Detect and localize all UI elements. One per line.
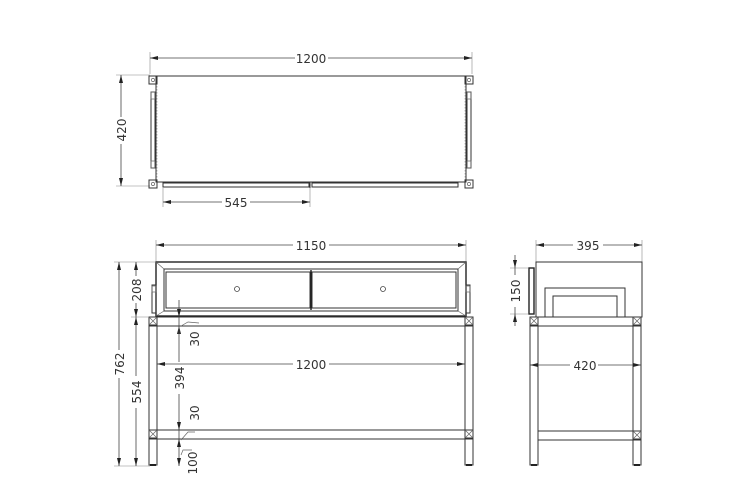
front-view: 1150 <box>113 239 474 474</box>
dim-drawer-box-width: 1150 <box>155 239 467 262</box>
dim-label-shelf-spacing: 394 <box>173 367 187 390</box>
dim-label-side-frame-depth: 420 <box>574 359 597 373</box>
dim-frame-width: 1200 <box>157 358 465 372</box>
drawer-fronts-top <box>162 182 459 188</box>
side-drawer-box <box>535 261 643 318</box>
dim-handle-height: 150 <box>509 255 528 326</box>
dim-side-box-depth: 395 <box>535 239 643 262</box>
dim-label-top-rail: 30 <box>188 331 202 346</box>
dim-label-box-height: 208 <box>130 279 144 302</box>
dim-label-box-width: 1150 <box>296 239 327 253</box>
top-view: 1200 420 <box>115 52 474 210</box>
dim-label-frame-height: 554 <box>130 381 144 404</box>
dim-label-foot-clearance: 100 <box>186 452 200 475</box>
dim-top-overall-width: 1200 <box>149 52 473 74</box>
side-handle-left <box>151 284 157 314</box>
drawer-box <box>155 261 467 317</box>
round-knob-icon <box>234 286 240 292</box>
frame <box>148 316 474 466</box>
side-view: 395 150 <box>509 239 643 466</box>
corner-post-icons <box>148 75 474 189</box>
dim-label-overall-height: 762 <box>113 353 127 376</box>
dim-side-frame-depth: 420 <box>530 359 641 373</box>
dim-label-top-width: 1200 <box>296 52 327 66</box>
dim-label-drawer-width: 545 <box>225 196 248 210</box>
left-drawer <box>165 271 311 309</box>
side-handle-right <box>465 284 471 314</box>
side-handle <box>528 267 535 315</box>
dim-label-side-depth: 395 <box>577 239 600 253</box>
dim-overall-height: 762 <box>113 261 156 467</box>
dim-drawer-front-width: 545 <box>162 188 311 210</box>
dim-box-and-frame-height: 208 554 <box>130 262 149 466</box>
dim-top-depth: 420 <box>115 74 150 187</box>
dim-label-shelf-rail: 30 <box>188 405 202 420</box>
dim-inner-vertical: 30 394 30 100 <box>173 300 202 474</box>
right-drawer <box>311 271 457 309</box>
tabletop-outline <box>155 75 467 183</box>
dim-label-frame-width: 1200 <box>296 358 327 372</box>
side-frame <box>529 316 642 466</box>
joint-marker-icons <box>148 316 474 439</box>
side-rail-left <box>150 91 156 169</box>
dim-label-top-depth: 420 <box>115 119 129 142</box>
dim-label-handle-height: 150 <box>509 280 523 303</box>
round-knob-icon <box>380 286 386 292</box>
side-rail-right <box>466 91 472 169</box>
